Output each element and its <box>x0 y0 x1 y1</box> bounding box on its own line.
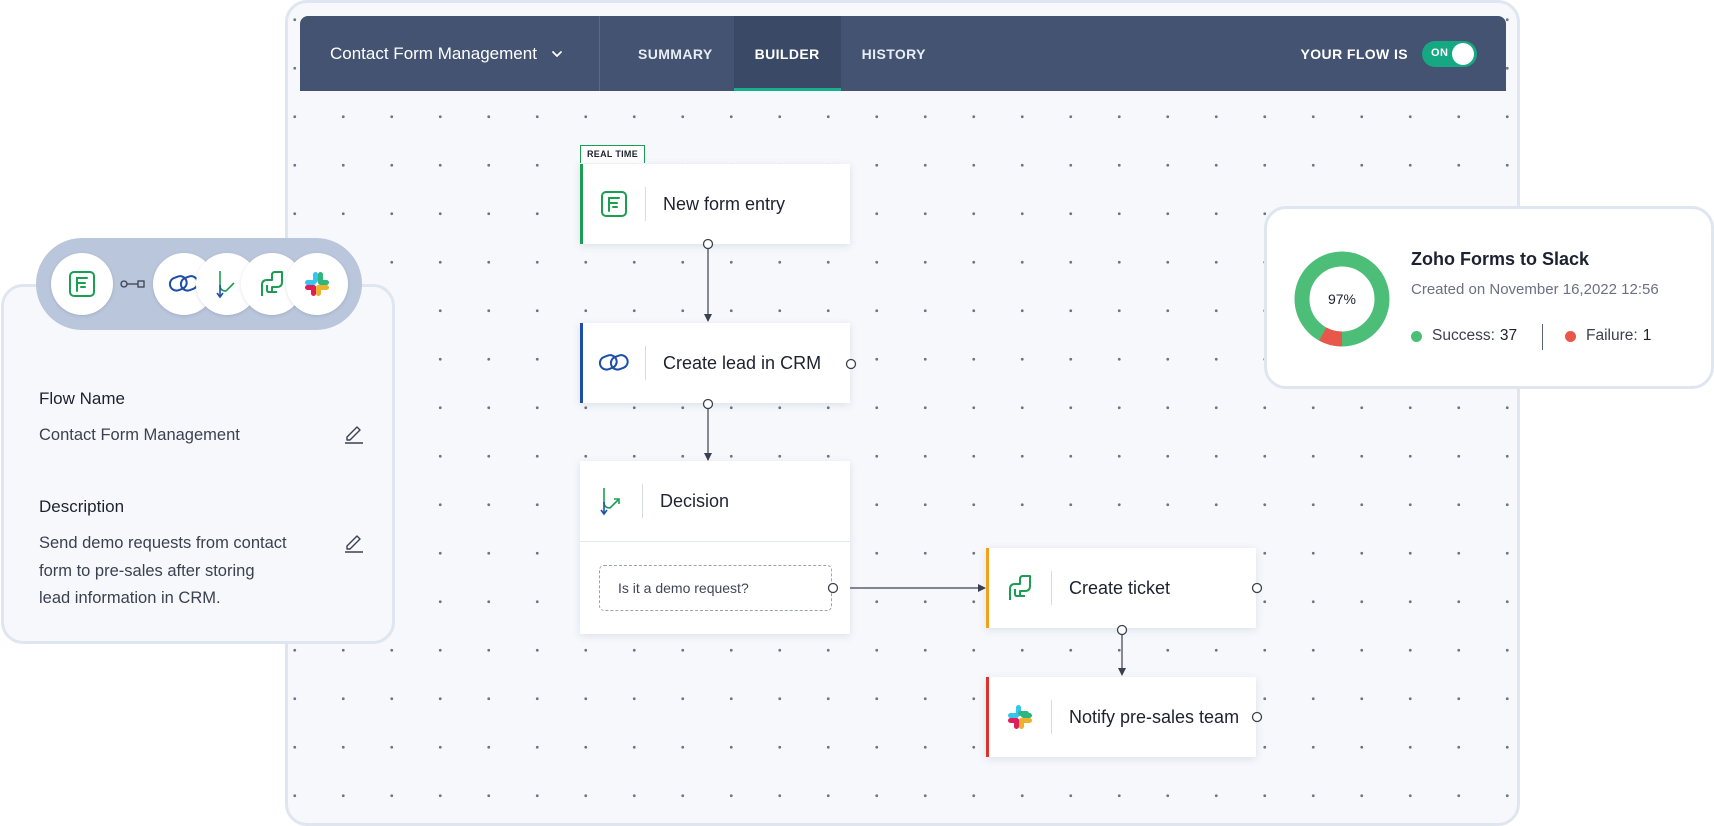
zoho-forms-icon <box>583 164 645 244</box>
description-text: Send demo requests from contact form to … <box>39 530 287 613</box>
node-decision[interactable]: Decision Is it a demo request? <box>580 461 850 634</box>
node-create-lead-crm[interactable]: Create lead in CRM <box>580 323 850 403</box>
node-notify-presales[interactable]: Notify pre-sales team <box>986 677 1256 757</box>
flow-name-heading: Flow Name <box>39 389 125 408</box>
flow-status-label: YOUR FLOW IS <box>1300 45 1408 62</box>
flow-status: YOUR FLOW IS ON <box>1301 16 1506 91</box>
zoho-forms-icon <box>51 253 113 315</box>
edit-description-icon[interactable] <box>343 531 365 553</box>
chain-link-icon <box>120 280 145 288</box>
slack-icon <box>989 677 1051 757</box>
failure-label: Failure: <box>1586 327 1638 344</box>
flow-details-panel <box>1 284 395 644</box>
node-separator <box>642 484 643 518</box>
success-dot <box>1411 330 1422 342</box>
tab-summary[interactable]: SUMMARY <box>638 45 713 62</box>
flow-name-value: Contact Form Management <box>39 426 240 444</box>
zoho-desk-icon <box>989 548 1051 628</box>
stats-created-date: Created on November 16,2022 12:56 <box>1411 281 1659 298</box>
node-label: Notify pre-sales team <box>1069 706 1240 727</box>
description-line: Send demo requests from contact <box>39 534 287 552</box>
edit-flow-name-icon[interactable] <box>343 422 365 444</box>
node-new-form-entry[interactable]: New form entry <box>580 164 850 244</box>
stats-title: Zoho Forms to Slack <box>1411 249 1590 269</box>
description-line: lead information in CRM. <box>39 589 221 607</box>
failure-count: 1 <box>1642 327 1652 344</box>
success-rate-donut <box>1294 251 1390 347</box>
flow-on-toggle[interactable]: ON <box>1422 40 1477 67</box>
node-label: Decision <box>660 490 730 511</box>
decision-condition[interactable]: Is it a demo request? <box>599 565 832 611</box>
node-label: Create lead in CRM <box>663 352 822 373</box>
success-label: Success: <box>1432 327 1495 344</box>
flow-stats-card: 97% Zoho Forms to Slack Created on Novem… <box>1264 206 1714 389</box>
real-time-badge: REAL TIME <box>580 145 646 163</box>
toggle-label: ON <box>1431 46 1449 59</box>
decision-header[interactable]: Decision <box>580 461 850 542</box>
description-line: form to pre-sales after storing <box>39 561 255 580</box>
success-rate-value: 97% <box>1327 291 1357 307</box>
donut-failure-arc <box>1294 251 1390 347</box>
failure-stat: Failure: 1 <box>1565 327 1651 345</box>
app-chain <box>36 238 362 330</box>
description-heading: Description <box>39 497 125 516</box>
node-separator <box>645 346 646 380</box>
flow-selector-dropdown[interactable]: Contact Form Management <box>300 16 600 91</box>
node-label: New form entry <box>663 193 786 214</box>
header-tabs: SUMMARY BUILDER HISTORY <box>617 16 947 91</box>
slack-icon <box>286 253 348 315</box>
tab-builder[interactable]: BUILDER <box>733 16 841 91</box>
tab-history[interactable]: HISTORY <box>861 45 926 62</box>
flow-selector-label: Contact Form Management <box>330 43 537 63</box>
node-separator <box>1051 700 1052 734</box>
toggle-knob <box>1452 42 1474 65</box>
success-count: 37 <box>1499 327 1518 344</box>
stats-divider <box>1542 324 1543 350</box>
node-separator <box>1051 571 1052 605</box>
builder-canvas[interactable] <box>285 0 1520 826</box>
node-create-ticket[interactable]: Create ticket <box>986 548 1256 628</box>
node-label: Create ticket <box>1069 577 1171 598</box>
zoho-crm-icon <box>583 323 645 403</box>
builder-header: Contact Form Management SUMMARY BUILDER … <box>300 16 1506 91</box>
success-stat: Success: 37 <box>1411 327 1517 345</box>
decision-branch-icon <box>580 461 642 541</box>
chevron-down-icon <box>552 50 562 57</box>
failure-dot <box>1565 330 1576 342</box>
node-separator <box>645 187 646 221</box>
